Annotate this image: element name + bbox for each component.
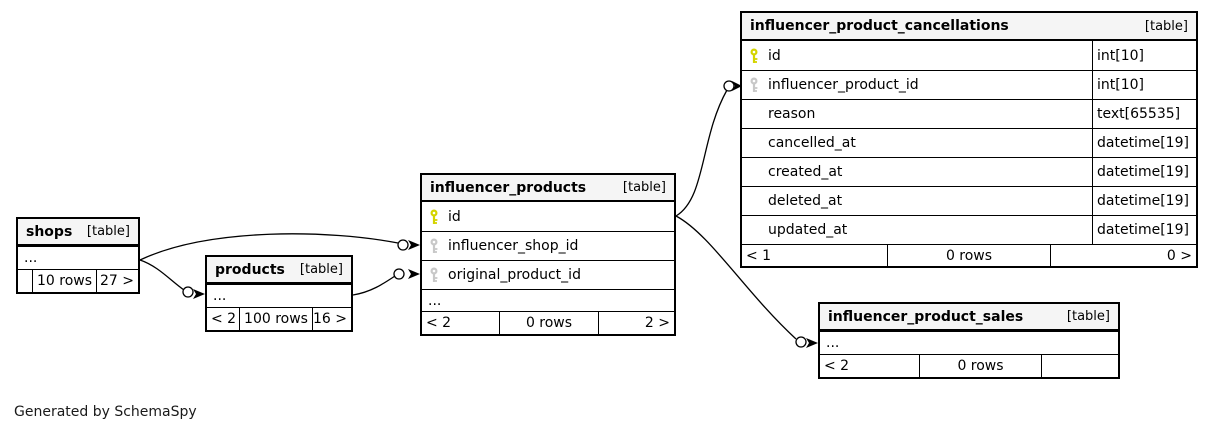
hidden-columns-row: ... [207,284,351,307]
pager-next [1041,355,1118,377]
arrowhead [806,338,818,348]
table-influencer-product-sales-footer: < 2 0 rows [820,354,1118,377]
edge-shops-to-products [139,259,185,291]
pager-prev: < 2 [211,311,237,327]
nullable-circle [397,239,409,251]
arrowhead [408,240,420,250]
column-row: reason text[65535] [742,99,1196,128]
table-influencer-product-cancellations: influencer_product_cancellations [table]… [740,11,1198,268]
table-name: influencer_product_sales [828,308,1024,325]
table-name: shops [26,223,73,240]
column-type: text[65535] [1092,100,1196,128]
pager-prev: < 2 [426,315,452,331]
column-name: influencer_shop_id [448,238,579,254]
yellow-key-icon [422,208,448,225]
nullable-circle [795,336,807,348]
table-shops-header[interactable]: shops [table] [18,219,138,246]
table-tag: [table] [1066,309,1110,324]
pager-prev [18,270,32,292]
row-count: 0 rows [499,312,598,334]
table-tag: [table] [622,180,666,195]
table-tag: [table] [86,224,130,239]
table-products-footer: < 2 100 rows 16 > [207,307,351,330]
pager-next: 27 > [96,270,138,292]
column-name: created_at [768,164,843,180]
column-type: datetime[19] [1092,129,1196,157]
hidden-columns-row: ... [820,331,1118,354]
table-shops-footer: 10 rows 27 > [18,269,138,292]
pager-prev: < 2 [824,358,850,374]
row-count: 0 rows [887,245,1050,266]
nullable-circle [723,80,735,92]
arrowhead [408,269,420,279]
column-row: cancelled_at datetime[19] [742,128,1196,157]
table-influencer-products-footer: < 2 0 rows 2 > [422,311,674,334]
column-name: original_product_id [448,267,581,283]
ellipsis-label: ... [826,335,840,351]
gray-key-icon [742,77,768,93]
column-type: datetime[19] [1092,158,1196,186]
edge-influencer-products-to-cancellations [675,89,728,217]
nullable-circle [182,286,194,298]
table-name: products [215,261,285,278]
column-row: updated_at datetime[19] [742,215,1196,244]
column-name: updated_at [768,222,848,238]
column-row: id int[10] [742,41,1196,70]
gray-key-icon [422,267,448,283]
table-shops: shops [table] ... 10 rows 27 > [16,217,140,294]
column-row: id [422,202,674,231]
table-name: influencer_products [430,179,587,196]
pager-next: 2 > [598,312,674,334]
yellow-key-icon [742,47,768,64]
column-row: deleted_at datetime[19] [742,186,1196,215]
column-name: cancelled_at [768,135,856,151]
table-influencer-products: influencer_products [table] id [420,173,676,336]
hidden-columns-row: ... [18,246,138,269]
table-tag: [table] [1144,18,1188,34]
column-type: int[10] [1092,71,1196,99]
table-influencer-product-sales-header[interactable]: influencer_product_sales [table] [820,304,1118,331]
table-tag: [table] [299,262,343,277]
column-type: datetime[19] [1092,216,1196,244]
table-products-header[interactable]: products [table] [207,257,351,284]
column-name: reason [768,106,816,122]
table-influencer-product-sales: influencer_product_sales [table] ... < 2… [818,302,1120,379]
table-products: products [table] ... < 2 100 rows 16 > [205,255,353,332]
edge-products-to-original-product-id [352,275,396,296]
hidden-columns-row: ... [422,289,674,311]
edge-influencer-products-to-sales [675,215,797,340]
row-count: 0 rows [919,355,1041,377]
column-name: id [768,47,781,64]
column-name: deleted_at [768,193,843,209]
column-type: int[10] [1092,41,1196,70]
column-row: created_at datetime[19] [742,157,1196,186]
edge-shops-to-influencer-shop-id [139,233,399,261]
pager-next: 0 > [1050,245,1196,266]
ellipsis-label: ... [24,250,38,266]
ellipsis-label: ... [213,288,227,304]
pager-next: 16 > [312,308,351,330]
arrowhead [193,289,205,299]
gray-key-icon [422,238,448,254]
table-name: influencer_product_cancellations [750,18,1009,34]
ellipsis-label: ... [428,292,442,309]
column-name: influencer_product_id [768,77,919,93]
generated-by-note: Generated by SchemaSpy [14,404,197,420]
row-count: 100 rows [239,308,312,330]
row-count: 10 rows [32,270,96,292]
column-row: original_product_id [422,260,674,289]
column-row: influencer_shop_id [422,231,674,260]
arrowhead [732,81,742,91]
column-type: datetime[19] [1092,187,1196,215]
table-influencer-products-header[interactable]: influencer_products [table] [422,175,674,202]
pager-prev: < 1 [746,247,772,264]
column-row: influencer_product_id int[10] [742,70,1196,99]
column-name: id [448,208,461,225]
nullable-circle [393,268,405,280]
table-influencer-product-cancellations-footer: < 1 0 rows 0 > [742,244,1196,266]
table-influencer-product-cancellations-header[interactable]: influencer_product_cancellations [table] [742,13,1196,41]
